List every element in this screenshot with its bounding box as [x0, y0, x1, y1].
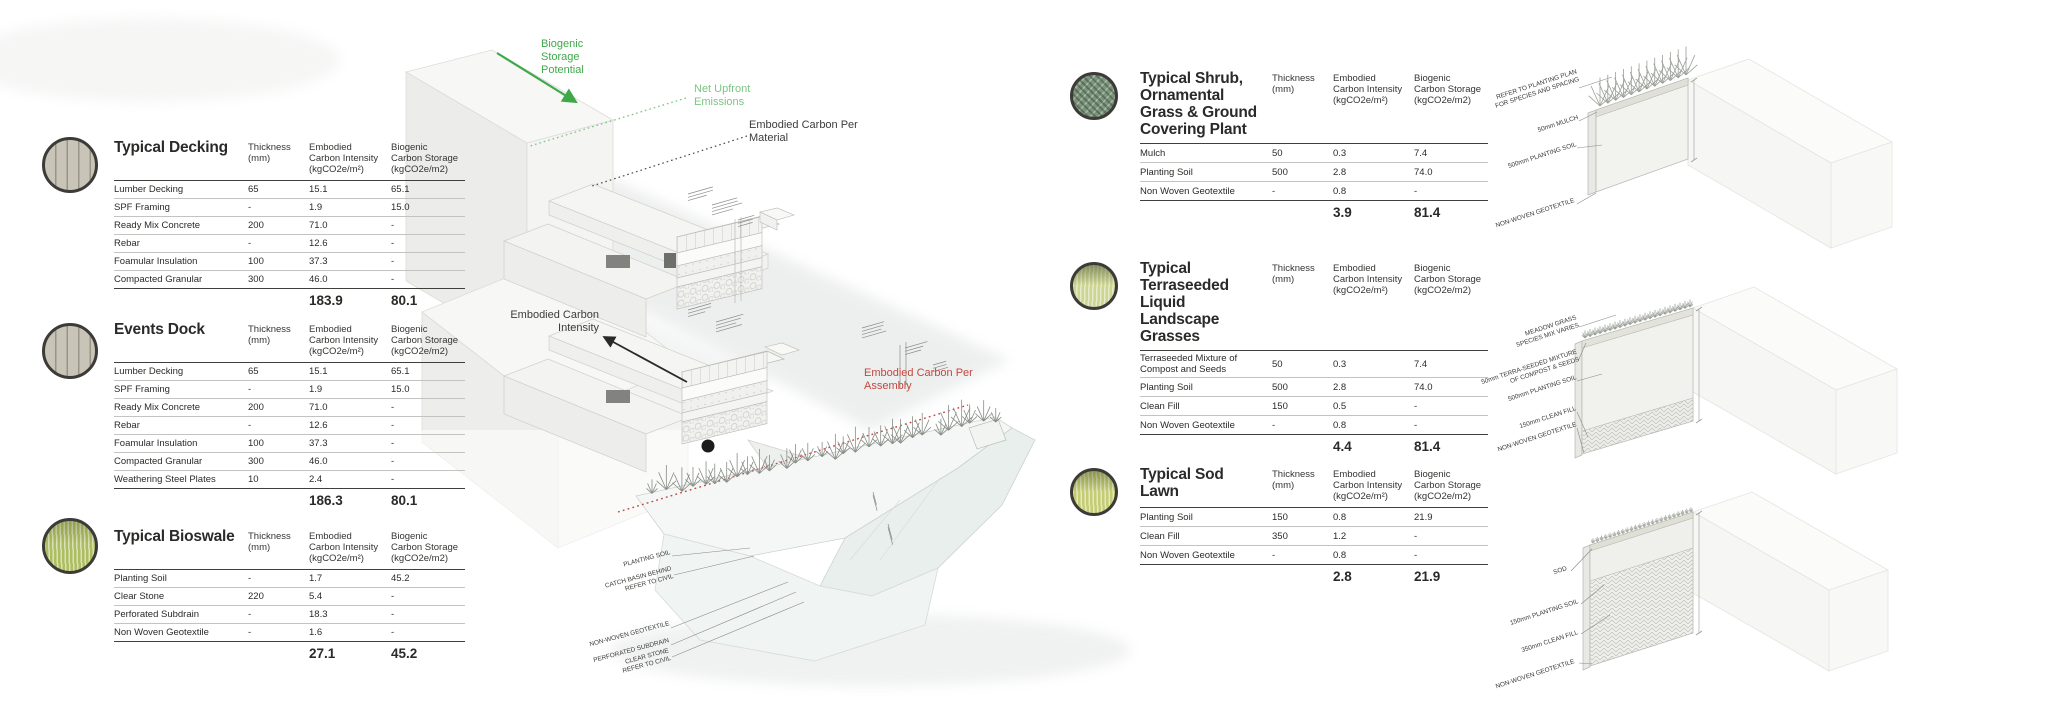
- sod-leader-lines: [1570, 548, 1611, 665]
- table-row: Perforated Subdrain - 18.3 -: [114, 606, 465, 624]
- typical-terraseeded-table: Typical Terraseeded Liquid Landscape Gra…: [1140, 260, 1488, 456]
- per-assembly-label: Embodied Carbon Per Assembly: [864, 367, 973, 392]
- table-row: Planting Soil 150 0.8 21.9: [1140, 508, 1488, 527]
- table-row: Lumber Decking 65 15.1 65.1: [114, 181, 465, 199]
- table-row: Clean Fill 150 0.5 -: [1140, 397, 1488, 416]
- total-eci: 183.9: [309, 293, 343, 308]
- table-header: Events Dock Thickness (mm) Embodied Carb…: [114, 321, 465, 363]
- col-bcs: Biogenic Carbon Storage (kgCO2e/m2): [391, 142, 459, 175]
- table-header: Typical Terraseeded Liquid Landscape Gra…: [1140, 260, 1488, 351]
- table-row: SPF Framing - 1.9 15.0: [114, 381, 465, 399]
- totals-row: 2.8 21.9: [1140, 564, 1488, 586]
- table-row: Foamular Insulation 100 37.3 -: [114, 253, 465, 271]
- annotation-lines: [496, 52, 969, 513]
- table-row: Non Woven Geotextile - 0.8 -: [1140, 546, 1488, 565]
- totals-row: 186.3 80.1: [114, 488, 465, 510]
- shrub-assembly-drawing: [1587, 58, 1893, 249]
- table-row: Planting Soil - 1.7 45.2: [114, 570, 465, 588]
- table-header: Typical Decking Thickness (mm) Embodied …: [114, 139, 465, 181]
- table-row: Non Woven Geotextile - 0.8 -: [1140, 182, 1488, 201]
- typical-decking-photo: [42, 137, 98, 193]
- typical-sod-lawn-table: Typical Sod Lawn Thickness (mm) Embodied…: [1140, 466, 1488, 586]
- events-dock-table: Events Dock Thickness (mm) Embodied Carb…: [114, 321, 465, 510]
- table-row: Non Woven Geotextile - 0.8 -: [1140, 416, 1488, 435]
- table-title: Typical Shrub, Ornamental Grass & Ground…: [1140, 70, 1257, 138]
- table-title: Typical Decking: [114, 139, 228, 156]
- table-header: Typical Shrub, Ornamental Grass & Ground…: [1140, 70, 1488, 144]
- col-eci: Embodied Carbon Intensity (kgCO2e/m²): [309, 142, 379, 175]
- table-title: Typical Terraseeded Liquid Landscape Gra…: [1140, 260, 1229, 345]
- terraseeded-assembly-drawing: [1574, 286, 1898, 475]
- typical-decking-table: Typical Decking Thickness (mm) Embodied …: [114, 139, 465, 310]
- table-row: Lumber Decking 65 15.1 65.1: [114, 363, 465, 381]
- intensity-label: Embodied Carbon Intensity: [510, 309, 599, 334]
- subdrain-pipe-dot: [701, 439, 715, 453]
- net-upfront-label: Net Upfront Emissions: [694, 83, 751, 108]
- shrub-photo: [1070, 72, 1118, 120]
- totals-row: 27.1 45.2: [114, 641, 465, 663]
- terraseeded-photo: [1070, 262, 1118, 310]
- table-title: Events Dock: [114, 321, 205, 338]
- table-row: Planting Soil 500 2.8 74.0: [1140, 378, 1488, 397]
- typical-shrub-table: Typical Shrub, Ornamental Grass & Ground…: [1140, 70, 1488, 222]
- table-title: Typical Sod Lawn: [1140, 466, 1224, 500]
- table-row: Ready Mix Concrete 200 71.0 -: [114, 217, 465, 235]
- per-material-leader: [591, 135, 748, 187]
- table-header: Typical Sod Lawn Thickness (mm) Embodied…: [1140, 466, 1488, 508]
- terraseeded-leader-lines: [1576, 314, 1617, 454]
- per-material-label: Embodied Carbon Per Material: [749, 119, 858, 144]
- typical-bioswale-table: Typical Bioswale Thickness (mm) Embodied…: [114, 528, 465, 663]
- table-row: Foamular Insulation 100 37.3 -: [114, 435, 465, 453]
- totals-row: 183.9 80.1: [114, 288, 465, 310]
- totals-row: 3.9 81.4: [1140, 200, 1488, 222]
- table-row: Planting Soil 500 2.8 74.0: [1140, 163, 1488, 182]
- bioswale-photo: [42, 518, 98, 574]
- section-leader-lines: [670, 547, 805, 658]
- bioswale-section-drawing: [635, 416, 1036, 662]
- per-assembly-leader: [617, 404, 969, 513]
- table-row: Rebar - 12.6 -: [114, 235, 465, 253]
- table-row: Clean Fill 350 1.2 -: [1140, 527, 1488, 546]
- table-row: Ready Mix Concrete 200 71.0 -: [114, 399, 465, 417]
- table-row: Mulch 50 0.3 7.4: [1140, 144, 1488, 163]
- totals-row: 4.4 81.4: [1140, 434, 1488, 456]
- biogenic-storage-label: Biogenic Storage Potential: [541, 38, 584, 76]
- table-row: Compacted Granular 300 46.0 -: [114, 271, 465, 289]
- table-row: Weathering Steel Plates 10 2.4 -: [114, 471, 465, 489]
- table-row: Clear Stone 220 5.4 -: [114, 588, 465, 606]
- table-row: Terraseeded Mixture of Compost and Seeds…: [1140, 351, 1488, 378]
- table-row: SPF Framing - 1.9 15.0: [114, 199, 465, 217]
- table-header: Typical Bioswale Thickness (mm) Embodied…: [114, 528, 465, 570]
- intensity-arrow: [602, 336, 688, 383]
- col-thickness: Thickness (mm): [248, 142, 291, 164]
- deck-detail-lower: [503, 318, 907, 501]
- sod-lawn-photo: [1070, 468, 1118, 516]
- shrub-leader-lines: [1576, 76, 1613, 205]
- biogenic-storage-arrow: [496, 52, 578, 104]
- sod-assembly-drawing: [1582, 491, 1889, 672]
- events-dock-photo: [42, 323, 98, 379]
- table-row: Compacted Granular 300 46.0 -: [114, 453, 465, 471]
- total-bcs: 80.1: [391, 293, 418, 308]
- table-row: Rebar - 12.6 -: [114, 417, 465, 435]
- table-title: Typical Bioswale: [114, 528, 235, 545]
- table-row: Non Woven Geotextile - 1.6 -: [114, 624, 465, 642]
